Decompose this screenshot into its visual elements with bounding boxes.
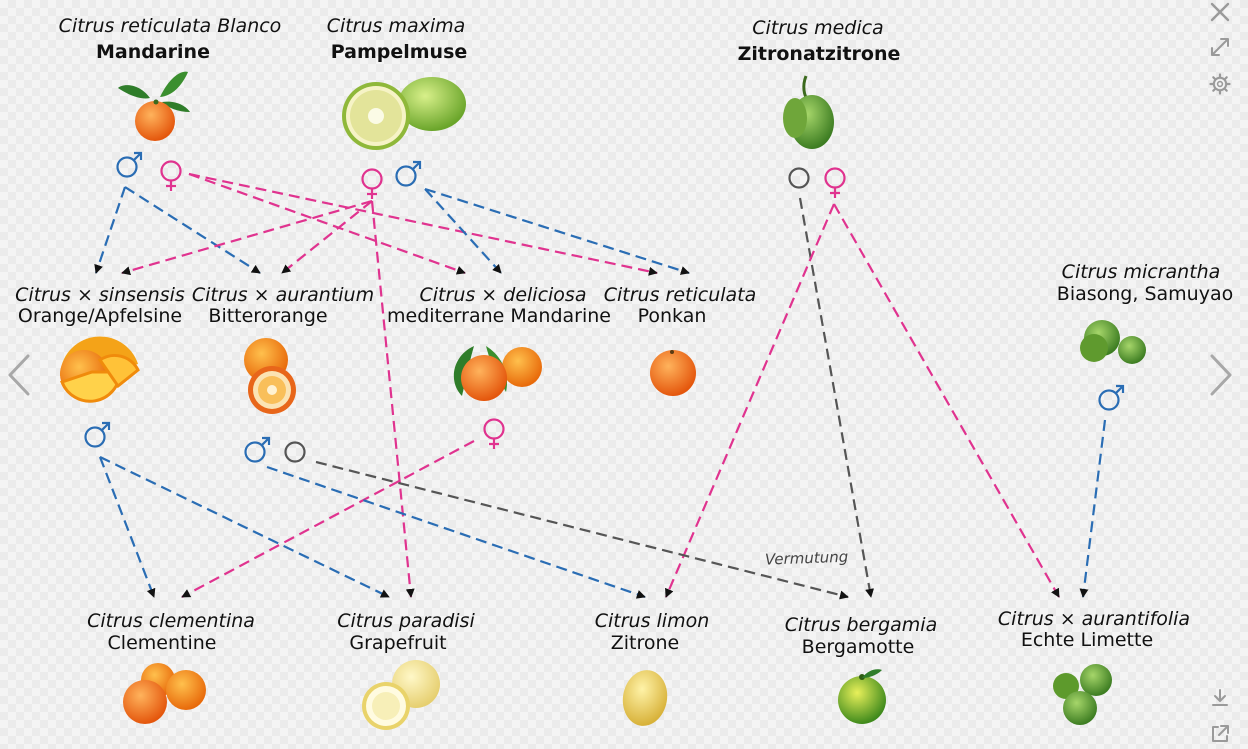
close-icon (1210, 2, 1230, 22)
male-symbol-icon (1098, 384, 1125, 411)
share-icon (1212, 725, 1229, 742)
edge-micrantha-to-limette (1079, 419, 1107, 598)
symbol-layer (84, 151, 1125, 463)
fullscreen-button[interactable] (1206, 33, 1234, 61)
node-grapefruit: Citrus paradisi Grapefruit (337, 610, 475, 654)
female-symbol-icon (361, 168, 383, 199)
species-label: Citrus bergamia (785, 614, 937, 636)
edge-mandarine-to-mediterrane (188, 172, 466, 275)
node-mandarine: Citrus reticulata Blanco Mandarine (59, 15, 282, 63)
edge-pampelmuse-to-mediterrane (424, 188, 502, 274)
common-name-label: Clementine (108, 632, 217, 654)
share-button[interactable] (1206, 720, 1234, 748)
species-label: Citrus paradisi (337, 610, 475, 632)
node-limette: Citrus × aurantifolia Echte Limette (998, 608, 1190, 651)
edge-zitronatzitrone-to-zitrone (664, 203, 836, 598)
edge-orange-to-grapefruit (99, 456, 390, 598)
female-symbol-icon (160, 160, 182, 191)
edge-layer (94, 172, 1107, 600)
orange-fruit-icon (60, 336, 140, 403)
node-micrantha: Citrus micrantha Biasong, Samuyao (1057, 261, 1233, 305)
edge-mandarine-to-ponkan (188, 172, 658, 276)
node-ponkan: Citrus reticulata Ponkan (604, 284, 757, 327)
species-label: Citrus maxima (327, 15, 466, 37)
common-name-label: Echte Limette (1021, 629, 1153, 651)
species-label: Citrus × sinsensis (15, 284, 185, 306)
edge-pampelmuse-to-grapefruit (370, 200, 415, 598)
common-name-label: Ponkan (638, 305, 707, 327)
male-symbol-icon (84, 421, 111, 448)
expand-icon (1211, 38, 1229, 56)
node-bitterorange: Citrus × aurantium Bitterorange (192, 284, 374, 327)
common-name-label: mediterrane Mandarine (387, 305, 611, 327)
bitter-orange-fruit-icon (244, 338, 296, 414)
lime-fruit-icon (1053, 664, 1112, 725)
previous-button[interactable] (4, 350, 34, 400)
micrantha-fruit-icon (1080, 320, 1146, 364)
mandarin-fruit-icon (118, 71, 190, 141)
close-button[interactable] (1206, 0, 1234, 26)
mediterranean-mandarin-fruit-icon (453, 346, 542, 401)
species-label: Citrus × deliciosa (420, 284, 587, 306)
chevron-right-icon (1210, 354, 1232, 396)
species-label: Citrus × aurantifolia (998, 608, 1190, 630)
node-bergamotte: Citrus bergamia Bergamotte (785, 614, 937, 658)
unknown-parent-icon (284, 441, 306, 463)
species-label: Citrus clementina (87, 610, 255, 632)
edge-zitronatzitrone-to-limette (833, 203, 1060, 598)
edge-pampelmuse-to-orange (121, 199, 373, 276)
node-mediterrane: Citrus × deliciosa mediterrane Mandarine (387, 284, 611, 327)
common-name-label: Grapefruit (349, 632, 446, 654)
common-name-label: Zitronatzitrone (738, 43, 901, 65)
pomelo-fruit-icon (342, 77, 466, 150)
lemon-fruit-icon (622, 670, 668, 726)
edge-mediterrane-to-clementine (181, 440, 475, 598)
download-button[interactable] (1206, 684, 1234, 712)
male-symbol-icon (395, 160, 422, 187)
edge-mandarine-to-orange (94, 186, 127, 274)
species-label: Citrus limon (595, 610, 710, 632)
grapefruit-fruit-icon (362, 660, 440, 730)
male-symbol-icon (116, 151, 143, 178)
node-pampelmuse: Citrus maxima Pampelmuse (327, 15, 468, 63)
clementine-fruit-icon (123, 663, 206, 724)
edge-orange-to-clementine (98, 456, 156, 598)
edge-bitterorange-to-bergamotte (315, 460, 849, 600)
female-symbol-icon (483, 418, 505, 449)
common-name-label: Bitterorange (208, 305, 327, 327)
bergamot-fruit-icon (838, 669, 886, 724)
annotation-vermutung: Vermutung (765, 548, 849, 569)
gear-icon (1209, 73, 1231, 95)
species-label: Citrus micrantha (1062, 261, 1221, 283)
common-name-label: Mandarine (96, 41, 210, 63)
settings-button[interactable] (1206, 70, 1234, 98)
next-button[interactable] (1206, 350, 1236, 400)
download-icon (1212, 689, 1228, 706)
node-zitronatzitrone: Citrus medica Zitronatzitrone (738, 17, 901, 65)
edge-pampelmuse-to-ponkan (424, 187, 690, 275)
species-label: Citrus reticulata (604, 284, 757, 306)
citron-fruit-icon (783, 75, 834, 149)
node-clementine: Citrus clementina Clementine (87, 610, 255, 654)
ponkan-fruit-icon (650, 350, 696, 396)
species-label: Citrus medica (752, 17, 883, 39)
chevron-left-icon (8, 354, 30, 396)
female-symbol-icon (824, 167, 846, 198)
species-label: Citrus × aurantium (192, 284, 374, 306)
edge-pampelmuse-to-bitterorange (281, 200, 373, 274)
common-name-label: Pampelmuse (331, 41, 468, 63)
species-label: Citrus reticulata Blanco (59, 15, 282, 37)
common-name-label: Bergamotte (802, 636, 915, 658)
common-name-label: Zitrone (611, 632, 680, 654)
common-name-label: Orange/Apfelsine (18, 305, 182, 327)
unknown-parent-icon (788, 167, 810, 189)
common-name-label: Biasong, Samuyao (1057, 283, 1233, 305)
node-orange: Citrus × sinsensis Orange/Apfelsine (15, 284, 185, 327)
edge-bitterorange-to-zitrone (266, 465, 646, 599)
male-symbol-icon (244, 436, 271, 463)
edge-mandarine-to-bitterorange (124, 186, 261, 274)
node-zitrone: Citrus limon Zitrone (595, 610, 710, 654)
